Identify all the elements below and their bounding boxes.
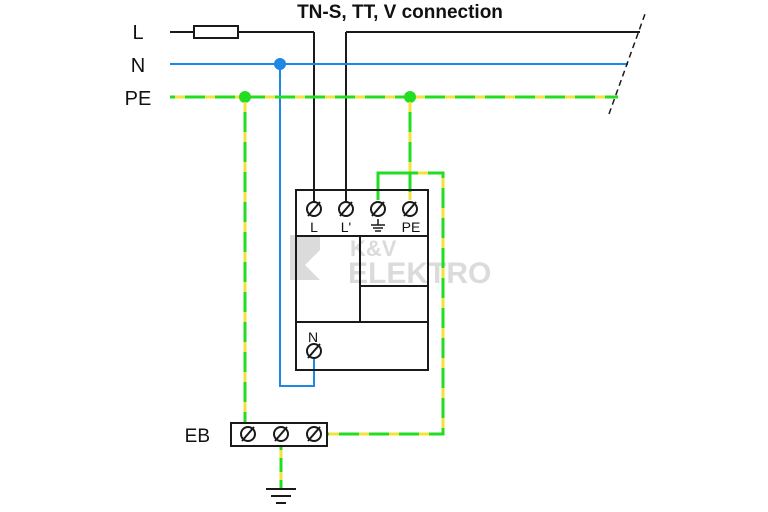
terminal-l-prime: L' [338,201,354,235]
watermark-logo-icon [290,235,320,280]
terminal-n: N [306,329,322,359]
terminal-label-l-prime: L' [341,219,351,235]
line-continuation-marks [608,13,646,115]
device-housing [295,189,429,371]
neutral-conductor-n [170,58,628,387]
fuse-icon [193,25,239,39]
earth-ground-icon [266,488,296,504]
terminal-l: L [306,201,322,235]
eb-terminal-2 [273,426,289,442]
earthing-bar-label: EB [185,426,210,447]
watermark-line2: ELEKTRO [348,257,491,290]
label-pe: PE [125,88,152,110]
terminal-label-pe: PE [402,219,421,235]
terminal-pe: PE [402,201,421,235]
surge-protector-device: L L' PE N [295,189,429,371]
label-l: L [132,22,143,44]
earthing-bar: EB [185,422,328,447]
phase-conductor-l [170,25,640,204]
diagram-title: TN-S, TT, V connection [297,2,503,23]
eb-terminal-1 [240,426,256,442]
terminal-label-l: L [310,219,318,235]
watermark: K&V ELEKTRO [290,235,491,290]
terminal-earth [370,201,386,232]
eb-terminal-3 [306,426,322,442]
watermark-line1: K&V [350,236,397,261]
earth-ground-icon [371,219,385,232]
terminal-label-n: N [308,329,318,345]
label-n: N [131,55,145,77]
